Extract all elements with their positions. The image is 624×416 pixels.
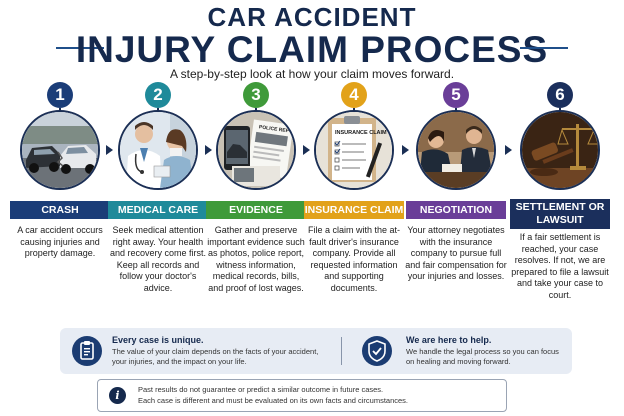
evidence-doc-title: POLICE REPORT xyxy=(259,124,294,136)
arrow-right-icon xyxy=(505,145,512,155)
evidence-documents-photo: POLICE REPORT xyxy=(216,110,296,190)
disclaimer-line-1: Past results do not guarantee or predict… xyxy=(138,385,384,394)
step-label: EVIDENCE xyxy=(206,201,306,219)
info-right-title: We are here to help. xyxy=(406,335,492,345)
step-description: File a claim with the at-fault driver's … xyxy=(307,225,401,293)
step-number: 2 xyxy=(145,82,171,108)
title-line-2: INJURY CLAIM PROCESS xyxy=(75,29,549,70)
step-label: NEGOTIATION xyxy=(406,201,506,219)
negotiation-handshake-photo xyxy=(416,110,496,190)
info-divider xyxy=(341,337,342,365)
info-right-text: We handle the legal process so you can f… xyxy=(406,347,559,366)
arrow-right-icon xyxy=(303,145,310,155)
gavel-scales-photo xyxy=(520,110,600,190)
arrow-right-icon xyxy=(106,145,113,155)
step-label: MEDICAL CARE xyxy=(108,201,208,219)
info-icon: i xyxy=(109,387,126,404)
step-description: If a fair settlement is reached, your ca… xyxy=(511,232,609,300)
step-label: SETTLEMENT OR LAWSUIT xyxy=(510,199,610,229)
shield-check-icon xyxy=(362,336,392,366)
step-label: CRASH xyxy=(10,201,110,219)
info-left-title: Every case is unique. xyxy=(112,335,204,345)
info-left-text: The value of your claim depends on the f… xyxy=(112,347,319,366)
step-number: 3 xyxy=(243,82,269,108)
step-number: 1 xyxy=(47,82,73,108)
step-description: Seek medical attention right away. Your … xyxy=(109,225,207,293)
disclaimer-line-2: Each case is different and must be evalu… xyxy=(138,396,409,405)
info-bar: Every case is unique. The value of your … xyxy=(60,328,572,374)
step-description: A car accident occurs causing injuries a… xyxy=(17,225,103,258)
insurance-doc-title: INSURANCE CLAIM xyxy=(335,130,387,136)
step-number: 4 xyxy=(341,82,367,108)
title-rule-right xyxy=(520,47,568,49)
step-description: Gather and preserve important evidence s… xyxy=(207,225,305,293)
title-line-1: CAR ACCIDENT xyxy=(207,2,417,32)
arrow-right-icon xyxy=(205,145,212,155)
title-rule-left xyxy=(56,47,104,49)
car-crash-photo xyxy=(20,110,100,190)
step-number: 5 xyxy=(443,82,469,108)
insurance-clipboard-photo: INSURANCE CLAIM xyxy=(314,110,394,190)
disclaimer-box: i Past results do not guarantee or predi… xyxy=(97,379,507,412)
subtitle: A step-by-step look at how your claim mo… xyxy=(169,67,455,81)
doctor-patient-photo xyxy=(118,110,198,190)
step-label: INSURANCE CLAIM xyxy=(304,201,404,219)
clipboard-icon xyxy=(72,336,102,366)
arrow-right-icon xyxy=(402,145,409,155)
step-number: 6 xyxy=(547,82,573,108)
step-description: Your attorney negotiates with the insura… xyxy=(405,225,507,281)
